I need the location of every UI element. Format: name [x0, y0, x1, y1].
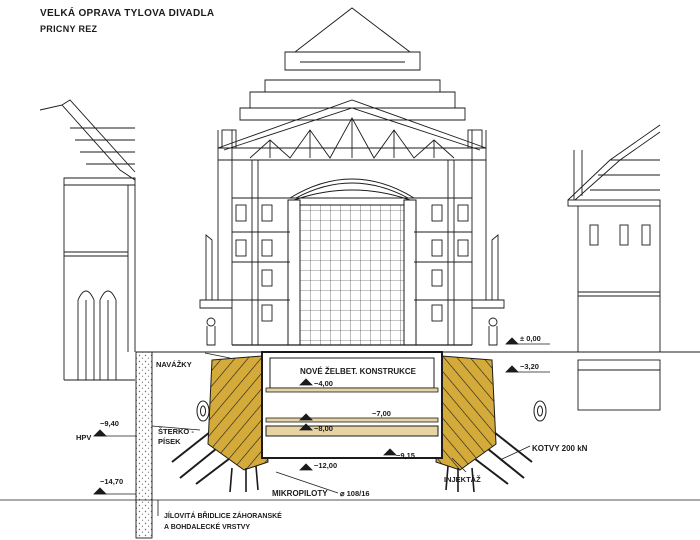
- label-mikropiloty-spec: ⌀ 108/16: [340, 489, 370, 498]
- label-mikropiloty: MIKROPILOTY: [272, 489, 328, 498]
- label-sterko-2: PÍSEK: [158, 437, 181, 446]
- theatre-building: [199, 7, 505, 346]
- label-kotvy: KOTVY 200 kN: [532, 444, 588, 453]
- leader-lines: [151, 352, 531, 516]
- level-000: ± 0,00: [520, 334, 541, 343]
- new-concrete-box: [261, 351, 443, 459]
- label-injektaz: INJEKTÁŽ: [444, 475, 481, 484]
- label-geology-1: JÍLOVITÁ BŘIDLICE ZÁHORANSKÉ: [164, 511, 282, 520]
- label-geology-2: A BOHDALECKÉ VRSTVY: [164, 522, 250, 531]
- label-new-construction: NOVÉ ŽELBET. KONSTRUKCE: [300, 367, 417, 376]
- level-1470: −14,70: [100, 477, 123, 486]
- drawing-subtitle: PRICNY REZ: [40, 24, 98, 34]
- level-940: −9,40: [100, 419, 119, 428]
- stage-grid: [299, 204, 405, 346]
- left-neighbour-building: [39, 99, 136, 381]
- hpv-marker-right-icon: [533, 400, 547, 422]
- level-700: −7,00: [372, 409, 391, 418]
- label-navazky: NAVÁŽKY: [156, 360, 192, 369]
- micropile-tips: [229, 465, 475, 493]
- level-915: −9,15: [396, 451, 415, 460]
- label-hpv: HPV: [76, 433, 91, 442]
- micropiles-left: [207, 355, 269, 471]
- drawing-title: VELKÁ OPRAVA TYLOVA DIVADLA: [40, 8, 215, 19]
- level-320: −3,20: [520, 362, 539, 371]
- micropiles-right: [435, 355, 497, 471]
- level-400: −4,00: [314, 379, 333, 388]
- level-800: −8,00: [314, 424, 333, 433]
- hpv-marker-icon: [196, 400, 210, 422]
- left-soil-column: [135, 351, 153, 539]
- level-1200: −12,00: [314, 461, 337, 470]
- right-neighbour-building: [567, 124, 661, 411]
- level-markers: [93, 337, 550, 495]
- label-sterko-1: ŠTERKO -: [158, 427, 194, 436]
